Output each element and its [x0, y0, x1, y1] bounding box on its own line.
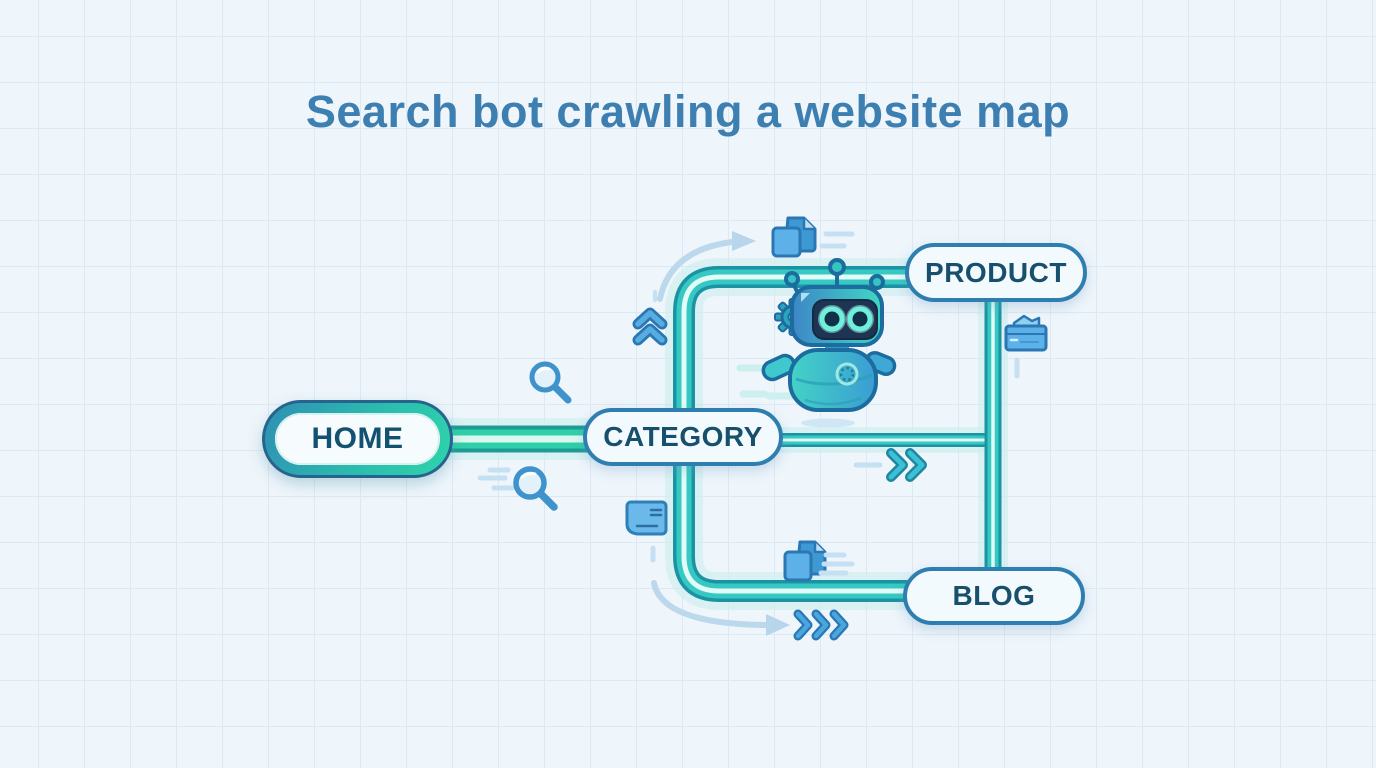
node-product: PRODUCT [905, 243, 1087, 302]
page-title: Search bot crawling a website map [305, 86, 1071, 137]
robot-shadow [801, 418, 855, 428]
triple-chevron-right-icon [793, 609, 849, 641]
robot-body [788, 348, 878, 412]
documents-icon-top [771, 216, 855, 258]
note-icon [625, 500, 668, 563]
node-blog-label: BLOG [952, 580, 1036, 611]
double-chevron-up-icon [632, 290, 668, 346]
node-category: CATEGORY [583, 408, 783, 466]
curved-arrow-top [657, 231, 756, 302]
search-bot-robot [736, 258, 897, 428]
node-category-label: CATEGORY [603, 421, 763, 452]
node-home-label: HOME [311, 422, 404, 455]
node-product-label: PRODUCT [925, 256, 1067, 288]
node-home: HOME [262, 400, 453, 478]
node-home-face: HOME [275, 413, 440, 465]
search-icon-with-speed-lines [477, 466, 558, 511]
documents-icon-bottom [783, 540, 855, 582]
double-chevron-right-icon [853, 448, 927, 482]
folder-icon [1004, 314, 1048, 379]
curved-arrow-bottom [651, 580, 790, 636]
node-blog: BLOG [903, 567, 1085, 625]
robot-eyes [818, 305, 874, 333]
search-icon [529, 361, 572, 404]
